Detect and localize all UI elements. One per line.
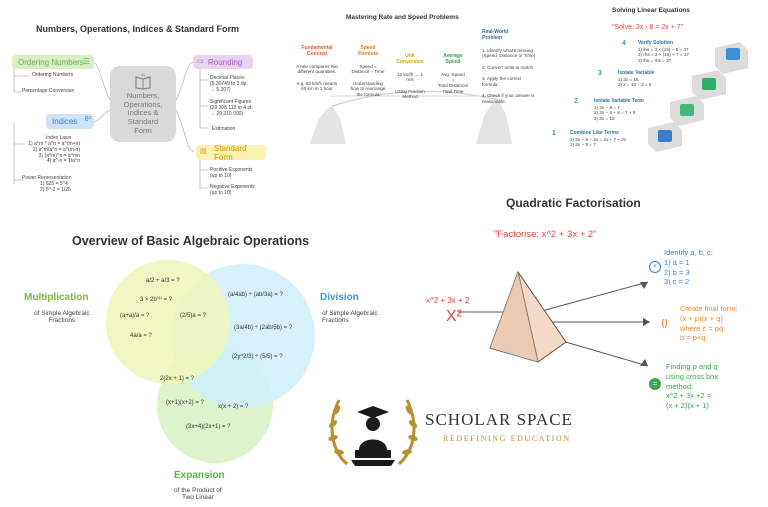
step-1-number: 1	[552, 130, 556, 137]
standard-form-label: Standard Form	[214, 143, 247, 162]
fundamental-concept-heading: Fundamental Concept	[301, 45, 333, 58]
mindmap-center-label: Numbers, Operations, Indices & Standard …	[123, 91, 163, 135]
real-world-problem-column: Real-World Problem 1. Identify what's mi…	[482, 29, 538, 105]
venn-circles	[106, 260, 315, 463]
equals-icon: =	[649, 378, 661, 390]
mindmap-center: Numbers, Operations, Indices & Standard …	[110, 66, 176, 142]
quadratic-expression: x^2 + 3x + 2	[426, 296, 470, 305]
average-speed-text: Avg. Speed = Total Distance/ Total Time	[437, 71, 469, 94]
expansion-subtitle: of the Product of Two Linear	[174, 487, 222, 502]
quadratic-task: "Factorise: x^2 + 3x + 2"	[494, 229, 597, 240]
rounding-decimal-places: Decimal Places (5.30749 to 3 dp. → 5.307…	[210, 75, 248, 93]
venn-equation: x(x + 2) = ?	[218, 404, 249, 410]
expansion-label: Expansion	[174, 470, 225, 481]
negative-exponents: Negative Exponents (up to 10)	[210, 184, 255, 196]
step-verify-solution: Verify Solution 1) lhs = 3 × (15) − 8 = …	[638, 40, 689, 64]
power-representation-title: Power Representation	[22, 175, 72, 181]
laurel-wreath-graduate-icon	[328, 399, 418, 466]
average-speed-heading: Average Speed	[443, 53, 463, 66]
unit-conversion-heading: Unit Conversion	[396, 53, 424, 66]
venn-equation: (3x+4)(2x+1) = ?	[186, 424, 231, 430]
step-isolate-variable: Isolate Variable 1) 3x = 15 2) x = 15 ÷ …	[618, 70, 654, 88]
prism-illustration	[458, 270, 650, 367]
rounding-label: Rounding	[208, 57, 243, 67]
step-4-number: 4	[622, 40, 626, 47]
average-speed-column: Average Speed Avg. Speed = Total Distanc…	[436, 53, 470, 94]
rate-speed-title: Mastering Rate and Speed Problems	[346, 14, 459, 21]
venn-equation: 2(2x + 1) = ?	[160, 376, 195, 382]
step-isolate-variable-term: Isolate Variable Term 1) 3x − 8 = 7 2) 3…	[594, 98, 644, 122]
venn-equation: (a+a)/a = ?	[120, 313, 150, 319]
magnifier-icon: ⌕	[649, 261, 661, 273]
multiplication-label: Multiplication	[24, 292, 89, 303]
rounding-node: ▭ Rounding	[193, 55, 253, 69]
mindmap-title: Numbers, Operations, Indices & Standard …	[36, 24, 240, 34]
create-final-form-note: Create final form: (x + p)(x + q) where …	[680, 304, 738, 343]
fundamental-concept-text: A rate compares two different quantities…	[296, 63, 338, 92]
real-world-problem-heading: Real-World Problem	[482, 29, 509, 42]
step-isolate-variable-heading: Isolate Variable	[618, 70, 655, 76]
ordering-item-1: Ordering Numbers	[32, 72, 74, 78]
ordering-numbers-label: Ordering Numbers	[18, 57, 84, 67]
unit-conversion-column: Unit Conversion 12 km/h → 1 m/s Using Fr…	[394, 53, 426, 100]
ordering-numbers-node: Ordering Numbers ☰	[12, 55, 94, 69]
division-subtitle: of Simple Algebraic Fractions	[322, 310, 378, 325]
rounding-estimation: Estimation	[212, 126, 236, 132]
division-label: Division	[320, 292, 359, 303]
venn-equation: 4a/a = ?	[130, 333, 152, 339]
indices-node: Indices 8²	[46, 114, 94, 129]
step-isolate-variable-text: 1) 3x = 15 2) x = 15 ÷ 3 = 5	[618, 76, 652, 88]
step-combine-like-terms: Combine Like Terms 1) 5x − 8 − 2x = 2x +…	[570, 130, 626, 148]
step-3-number: 3	[598, 70, 602, 77]
linear-equations-title: Solving Linear Equations	[612, 7, 691, 14]
identify-abc-note: Identify a, b, c: 1) a = 1 2) b = 3 3) c…	[664, 248, 713, 287]
note-icon: ▤	[200, 148, 207, 155]
step-2-number: 2	[574, 98, 578, 105]
step-verify-heading: Verify Solution	[638, 40, 674, 46]
unit-conversion-text: 12 km/h → 1 m/s Using Fraction Method	[395, 71, 425, 100]
power-representation-list: 1) 625 = 5^4 2) 5^-2 = 1/25	[40, 181, 71, 193]
speed-formula-column: Speed Formula Speed = Distance ÷ Time Un…	[350, 45, 386, 98]
exponent-icon: 8²	[84, 116, 91, 123]
quadratic-title: Quadratic Factorisation	[506, 196, 641, 210]
real-world-problem-text: 1. Identify what's missing (Speed, Dista…	[482, 47, 536, 105]
positive-exponents: Positive Exponents (up to 10)	[210, 167, 253, 179]
fundamental-concept-column: Fundamental Concept A rate compares two …	[296, 45, 338, 92]
logo-tagline: REDEFINING EDUCATION	[443, 434, 571, 443]
venn-equation: (a/4ab) ÷ (ab/3a) = ?	[228, 292, 283, 298]
list-icon: ☰	[82, 57, 90, 66]
index-laws-title: Index Laws	[46, 135, 72, 141]
mindmap-connectors	[13, 61, 208, 190]
rounding-significant-figures: Significant Figures (29 308 112 to 4 sf.…	[210, 99, 253, 117]
venn-equation: (2/5)a = ?	[180, 313, 206, 319]
logo-name: SCHOLAR SPACE	[425, 410, 573, 429]
bridge-illustration	[310, 90, 512, 144]
step-combine-text: 1) 5x − 8 − 2x = 2x + 7 − 2x 2) 3x − 8 =…	[570, 136, 627, 148]
step-verify-text: 1) lhs = 3 × (15) − 8 = 37 2) rhs = 2 × …	[638, 46, 690, 64]
speed-formula-heading: Speed Formula	[358, 45, 378, 58]
multiplication-subtitle: of Simple Algebraic Fractions	[34, 310, 90, 325]
venn-equation: a/2 + a/3 = ?	[146, 278, 180, 284]
venn-title: Overview of Basic Algebraic Operations	[72, 234, 310, 248]
finding-p-q-note: Finding p and q using cross box method: …	[666, 362, 719, 410]
indices-label: Indices	[52, 117, 78, 126]
venn-equation: (2y^2/3) ÷ (5/5) = ?	[232, 354, 283, 360]
ordering-item-2: Percentage Conversion	[22, 88, 75, 94]
standard-form-node: ▤ Standard Form	[196, 143, 266, 162]
venn-equation: (x+1)(x+2) = ?	[166, 400, 204, 406]
scholar-space-logo: SCHOLAR SPACE REDEFINING EDUCATION	[325, 380, 615, 480]
index-laws-list: 1) a^m * a^n = a^(m+n) 2) a^m/a^n = a^(m…	[28, 141, 80, 165]
speed-formula-text: Speed = Distance ÷ Time Understanding ho…	[350, 63, 386, 98]
linear-equation-task: "Solve: 3x - 8 = 2x + 7"	[612, 24, 684, 31]
book-icon	[135, 74, 151, 90]
venn-equation: (3a/4b) ÷ (2ab/5b) = ?	[234, 325, 293, 331]
step-isolate-term-text: 1) 3x − 8 = 7 2) 3x − 8 + 8 = 7 + 8 3) 3…	[594, 104, 636, 122]
staircase-illustration	[648, 42, 748, 152]
code-icon: ⟨⟩	[661, 318, 669, 328]
step-isolate-term-heading: Isolate Variable Term	[594, 98, 644, 104]
step-combine-heading: Combine Like Terms	[570, 130, 619, 136]
folder-icon: ▭	[197, 58, 204, 65]
x-squared-symbol: X²	[446, 308, 462, 325]
venn-equation: 3 × 2b⁽³⁾ = ?	[140, 297, 172, 303]
